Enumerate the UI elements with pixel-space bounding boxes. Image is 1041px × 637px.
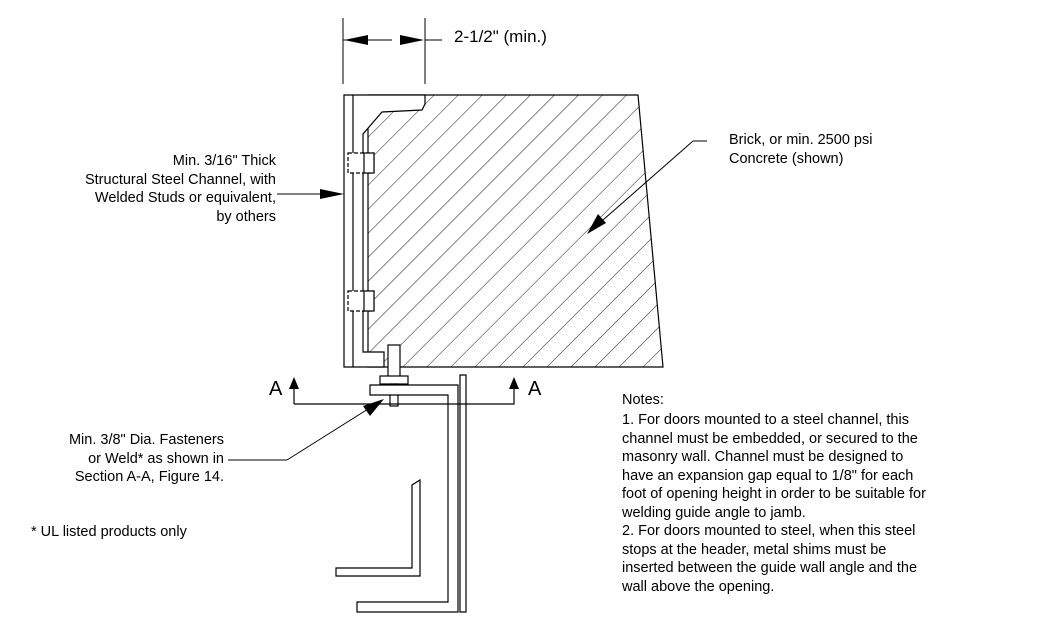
steel-channel — [343, 94, 426, 368]
fastener-and-guide-angles — [335, 344, 467, 613]
note-1: 1. For doors mounted to a steel channel,… — [622, 412, 926, 521]
notes-heading: Notes: — [622, 392, 664, 408]
note-2: 2. For doors mounted to steel, when this… — [622, 523, 918, 595]
fastener-label: Min. 3/8" Dia. Fasteners or Weld* as sho… — [68, 432, 224, 485]
brick-label: Brick, or min. 2500 psi Concrete (shown) — [729, 132, 873, 167]
dimension-lines — [342, 18, 442, 84]
dimension-label: 2-1/2" (min.) — [454, 27, 547, 46]
section-cut-line — [289, 377, 519, 405]
channel-label: Min. 3/16" Thick Structural Steel Channe… — [84, 153, 276, 225]
leader-lines — [228, 140, 707, 461]
section-marker-left: A — [269, 378, 283, 400]
section-marker-right: A — [528, 378, 542, 400]
concrete-block — [367, 94, 664, 368]
footnote: * UL listed products only — [31, 524, 187, 540]
